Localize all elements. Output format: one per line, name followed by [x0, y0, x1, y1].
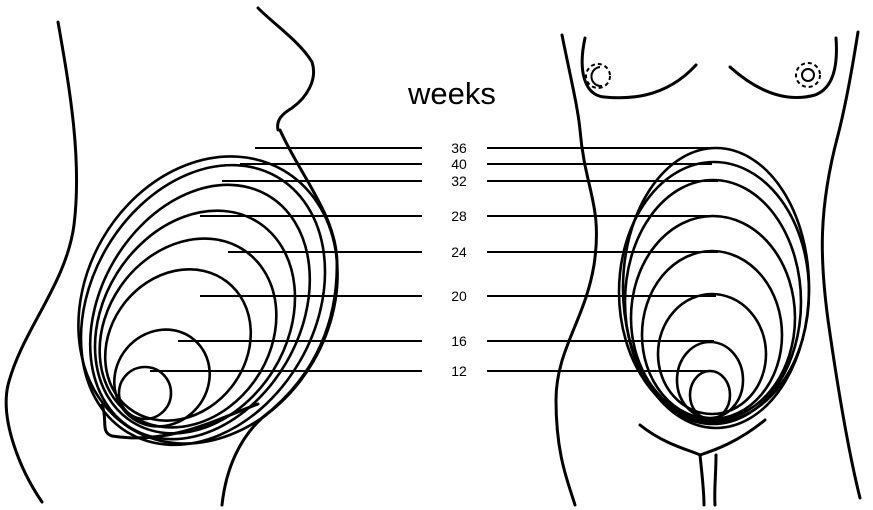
left-areola [586, 64, 610, 88]
vaginal-line-right [715, 455, 716, 505]
week-label: 28 [451, 208, 467, 224]
week-label: 32 [451, 173, 467, 189]
week-label: 12 [451, 363, 467, 379]
front-view-figure [556, 32, 860, 505]
face-profile-outline [258, 8, 314, 130]
right-torso-outline [822, 32, 860, 498]
week-label: 36 [451, 140, 467, 156]
front-uterus-28wk [631, 216, 795, 420]
front-uterus-contours [619, 148, 809, 428]
side-profile-figure [6, 8, 388, 505]
right-areola [796, 63, 820, 87]
week-label: 16 [451, 333, 467, 349]
vaginal-line-left [700, 455, 704, 505]
front-uterus-12wk [690, 371, 730, 419]
side-uterus-contours [27, 109, 388, 491]
weeks-heading: weeks [407, 76, 496, 111]
front-uterus-24wk [642, 251, 782, 419]
front-uterus-16wk [677, 342, 743, 418]
week-label: 20 [451, 288, 467, 304]
right-breast-outline [730, 38, 836, 98]
back-outline [6, 22, 76, 502]
side-uterus-12wk [119, 367, 171, 419]
week-label: 40 [451, 156, 467, 172]
week-label: 24 [451, 244, 467, 260]
left-torso-outline [556, 35, 596, 505]
front-uterus-20wk [658, 294, 766, 414]
